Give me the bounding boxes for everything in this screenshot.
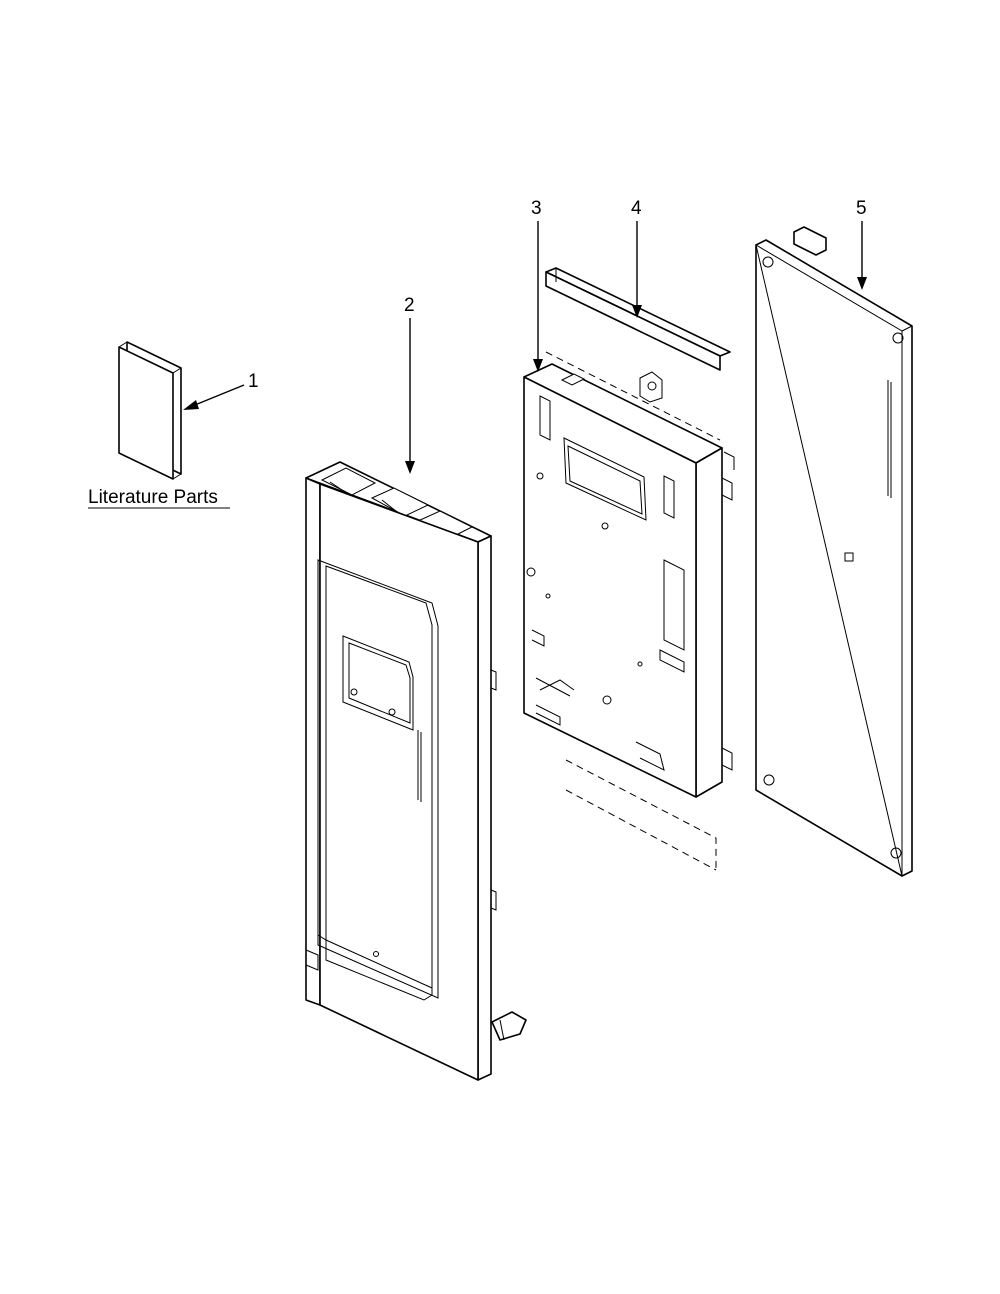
callout-2: 2 [404, 295, 415, 474]
part-3-control-bracket[interactable] [523, 351, 735, 872]
callout-4-number: 4 [631, 198, 642, 219]
part-1-literature-booklet[interactable] [118, 341, 182, 480]
literature-parts-label-group: Literature Parts [88, 487, 230, 509]
callout-4-arrow-icon [632, 305, 642, 318]
literature-parts-label: Literature Parts [88, 487, 218, 508]
callout-1-number: 1 [248, 371, 259, 392]
callout-3-number: 3 [531, 198, 542, 219]
callout-2-number: 2 [404, 295, 415, 316]
callout-1-arrow-icon [183, 400, 199, 410]
callout-4: 4 [631, 198, 642, 318]
callout-5-arrow-icon [857, 277, 867, 290]
callout-2-arrow-icon [405, 461, 415, 474]
part-2-door-frame[interactable] [305, 461, 527, 1081]
callout-3: 3 [531, 198, 543, 372]
part-5-control-board[interactable] [755, 226, 913, 877]
part-4-top-strip[interactable] [545, 267, 731, 371]
callout-3-arrow-icon [533, 359, 543, 372]
callout-1: 1 [183, 371, 259, 410]
callout-5-number: 5 [856, 198, 867, 219]
callout-5: 5 [856, 198, 867, 290]
